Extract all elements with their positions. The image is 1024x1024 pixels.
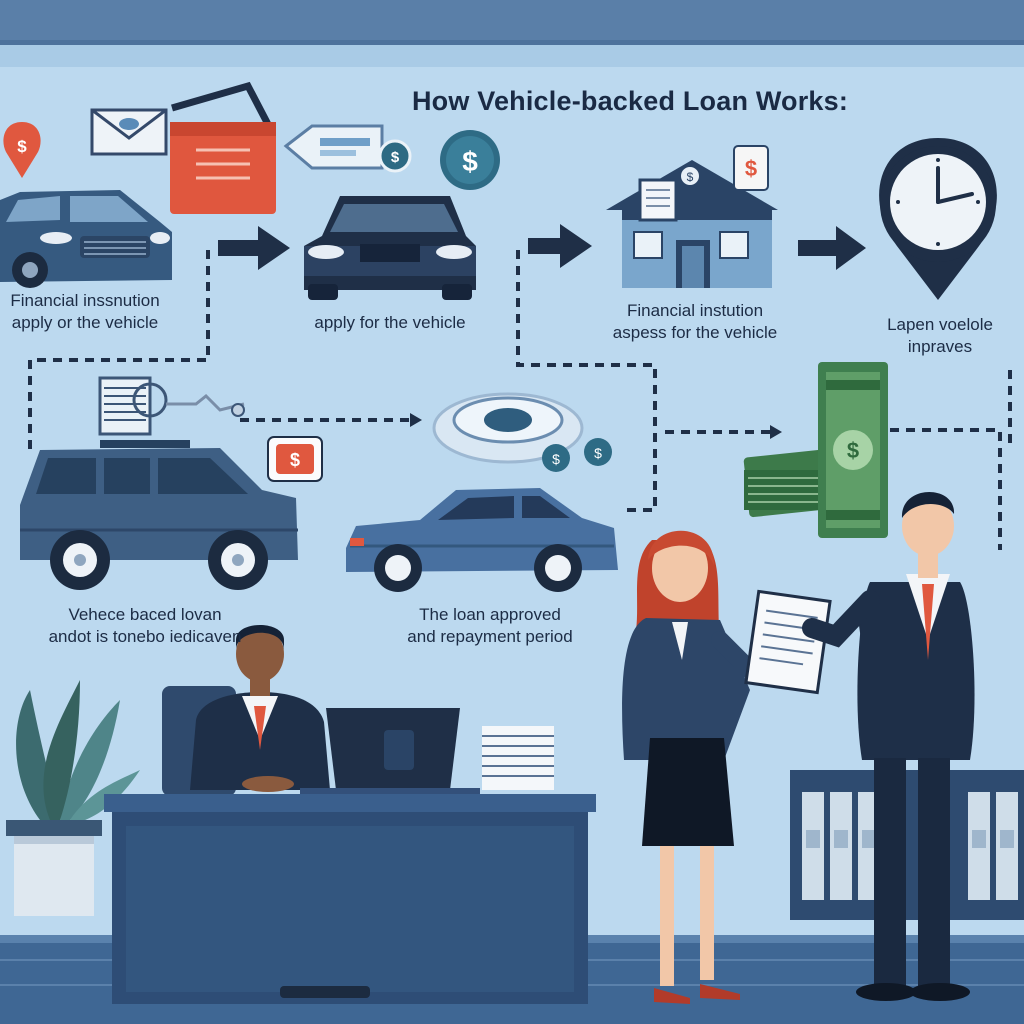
printer-icon <box>98 376 245 436</box>
businesswoman-figure <box>622 530 781 1004</box>
location-pin-icon: $ <box>3 122 41 178</box>
step-5-caption: Vehece baced lovan andot is tonebo iedic… <box>20 604 270 648</box>
bank-building-icon: $ $ <box>606 145 778 288</box>
key-fob-icon: $ $ <box>432 392 612 472</box>
step-5-line1: Vehece baced lovan <box>68 605 222 624</box>
suv-icon <box>20 440 298 590</box>
step-1-caption: Financial inssnution apply or the vehicl… <box>0 290 170 334</box>
step-1-line1: Financial inssnution <box>10 291 160 310</box>
step-2-caption: apply for the vehicle <box>290 312 490 334</box>
sedan-icon <box>346 488 618 592</box>
arrow-right-2 <box>528 224 592 268</box>
car-icon-front <box>304 196 476 300</box>
clock-pin-icon <box>879 138 997 300</box>
svg-text:$: $ <box>847 438 859 463</box>
svg-text:$: $ <box>462 146 478 177</box>
step-3-line2: aspess for the vehicle <box>612 323 778 342</box>
step-1-line2: apply or the vehicle <box>11 313 159 332</box>
price-tag-icon: $ <box>283 124 412 173</box>
svg-text:$: $ <box>290 450 300 470</box>
arrow-right-3 <box>798 226 866 270</box>
step-4-line2: inpraves <box>907 337 973 356</box>
car-icon-left <box>0 190 172 288</box>
svg-text:$: $ <box>745 156 757 181</box>
svg-text:$: $ <box>687 170 694 184</box>
briefcase-icon <box>170 81 276 214</box>
desk-worker-figure <box>162 625 554 796</box>
step-6-line1: The loan approved <box>419 605 561 624</box>
step-6-line2: and repayment period <box>407 627 573 646</box>
dollar-tag-icon: $ <box>267 436 323 482</box>
svg-text:$: $ <box>17 137 27 156</box>
page-title: How Vehicle-backed Loan Works: <box>411 86 849 116</box>
filing-cabinet-icon <box>790 770 1024 920</box>
businessman-figure <box>802 491 975 1001</box>
arrow-right-1 <box>218 226 290 270</box>
step-6-caption: The loan approved and repayment period <box>390 604 590 648</box>
step-3-line1: Financial instution <box>626 301 764 320</box>
svg-text:$: $ <box>552 451 560 467</box>
money-stack-icon: $ <box>743 362 888 538</box>
envelope-icon <box>90 108 168 156</box>
step-2-line1: apply for the vehicle <box>314 313 466 332</box>
flow-arrows <box>218 224 866 270</box>
step-4-caption: Lapen voelole inpraves <box>870 314 1010 358</box>
desk-icon <box>104 794 596 1004</box>
svg-text:$: $ <box>391 149 400 166</box>
step-4-line1: Lapen voelole <box>887 315 993 334</box>
svg-text:$: $ <box>594 445 602 461</box>
dollar-coin-icon: $ <box>440 130 500 190</box>
dashed-connectors <box>28 250 1012 550</box>
plant-icon <box>6 680 140 916</box>
step-5-line2: andot is tonebo iedicaven <box>48 627 242 646</box>
step-3-caption: Financial instution aspess for the vehic… <box>600 300 790 344</box>
